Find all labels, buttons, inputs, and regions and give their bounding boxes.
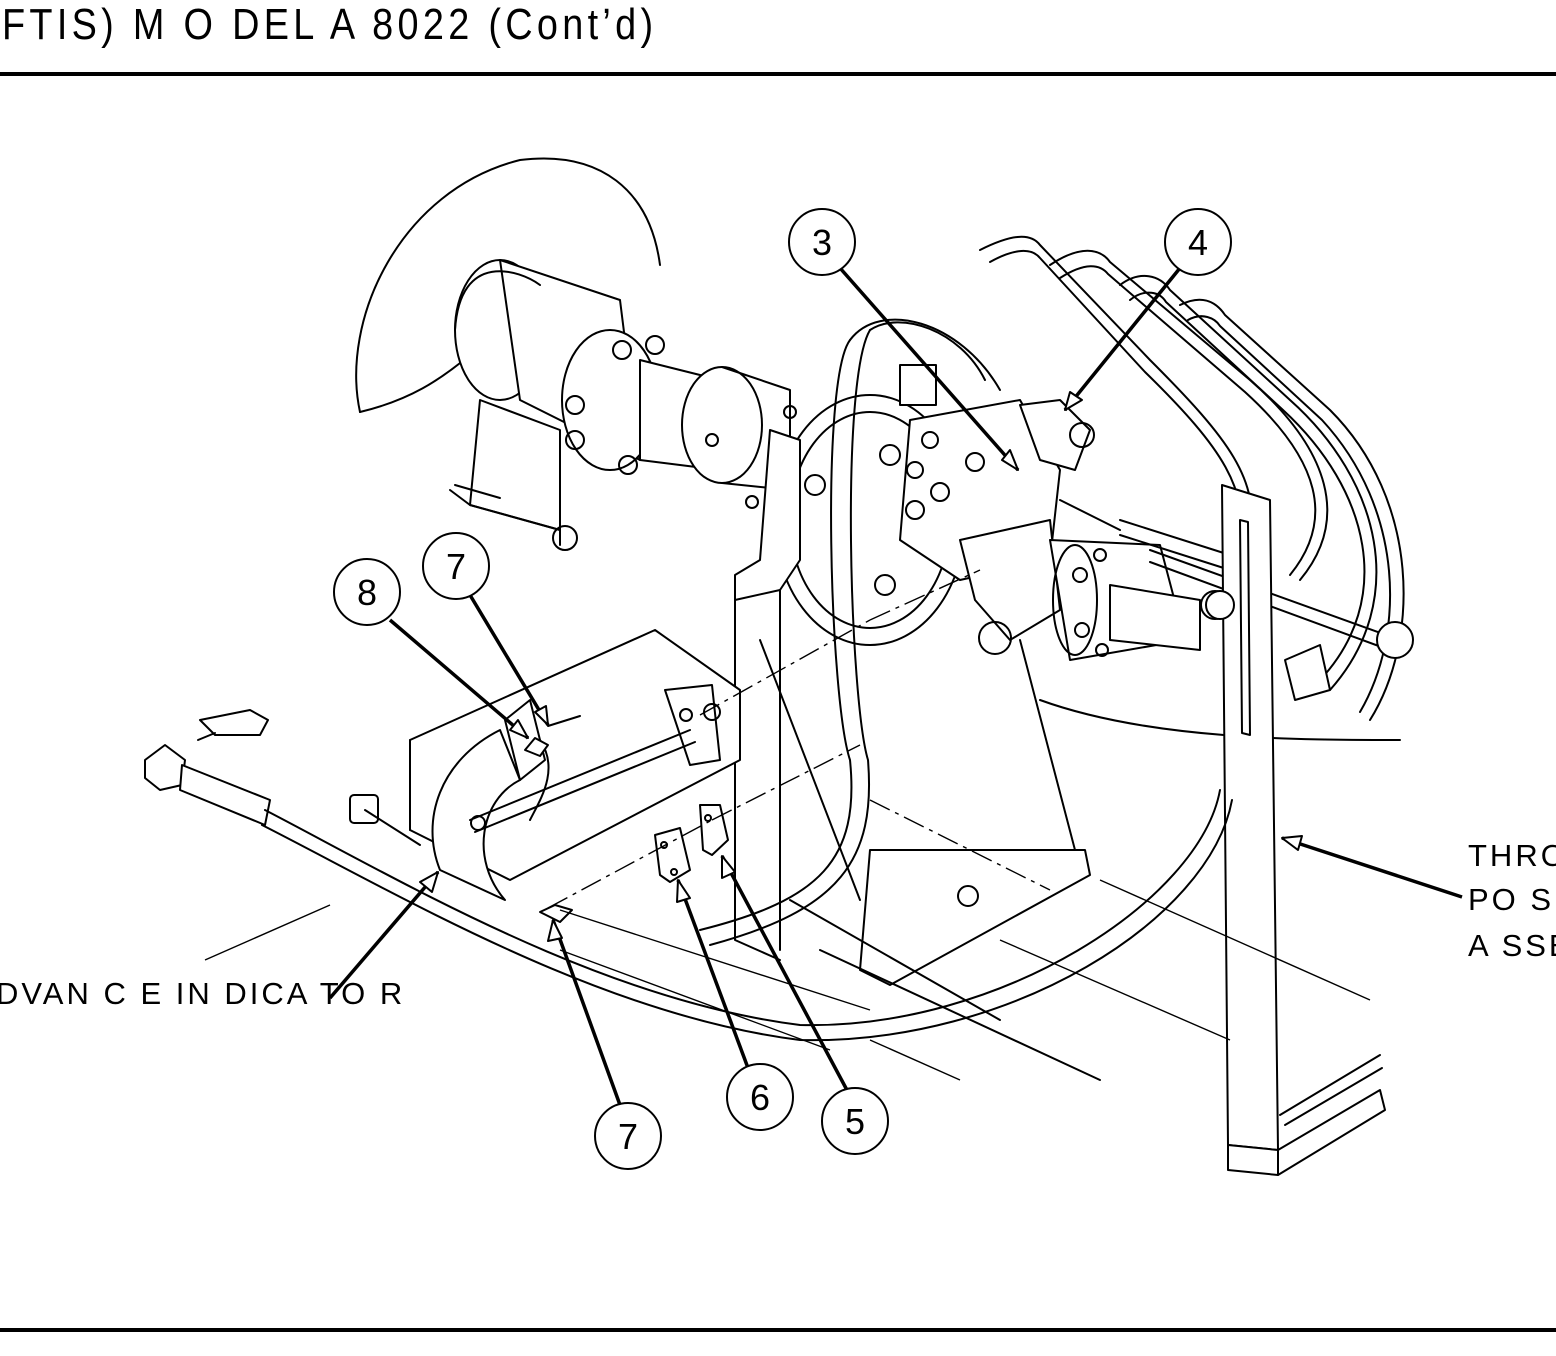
advance-indicator-label: DVAN C E IN DICA TO R: [0, 976, 405, 1011]
drive-belt: [699, 318, 1001, 946]
callout-6-number: 6: [750, 1077, 770, 1118]
callout-5: 5: [821, 1087, 889, 1155]
callout-3-number: 3: [812, 222, 832, 263]
alignment-lines: [547, 569, 1051, 909]
callout-7-lower: 7: [594, 1102, 662, 1170]
callout-7-upper-number: 7: [446, 546, 466, 587]
leader-lines: [328, 266, 1463, 1106]
part-7-screw: [539, 904, 573, 923]
throttle-label-line-1: THRO: [1468, 838, 1556, 873]
page-title: FTIS) M O DEL A 8022 (Cont’d): [2, 0, 658, 49]
footer-rule: [0, 1328, 1556, 1332]
pressure-line: [144, 709, 1233, 1042]
callout-8-number: 8: [357, 572, 377, 613]
throttle-label-line-3: A SSE: [1468, 928, 1556, 963]
callout-3: 3: [788, 208, 856, 276]
callout-6: 6: [726, 1063, 794, 1131]
header-rule: [0, 72, 1556, 76]
callout-4: 4: [1164, 208, 1232, 276]
part-5-plate: [699, 804, 729, 856]
callout-4-number: 4: [1188, 222, 1208, 263]
throttle-lever: [1149, 549, 1414, 701]
indicator-housing: [409, 629, 741, 881]
throttle-label-line-2: PO SIT: [1468, 882, 1556, 917]
motor-housing: [449, 259, 797, 551]
callout-7-upper: 7: [422, 532, 490, 600]
throttle-position-assembly: [1205, 484, 1386, 1176]
timing-advance-indicator: [431, 699, 696, 901]
callout-5-number: 5: [845, 1101, 865, 1142]
injection-pump: [899, 364, 1246, 661]
base-rails: [204, 879, 1371, 1081]
callout-8: 8: [333, 558, 401, 626]
callout-7-lower-number: 7: [618, 1116, 638, 1157]
clip-parts: [524, 715, 729, 923]
